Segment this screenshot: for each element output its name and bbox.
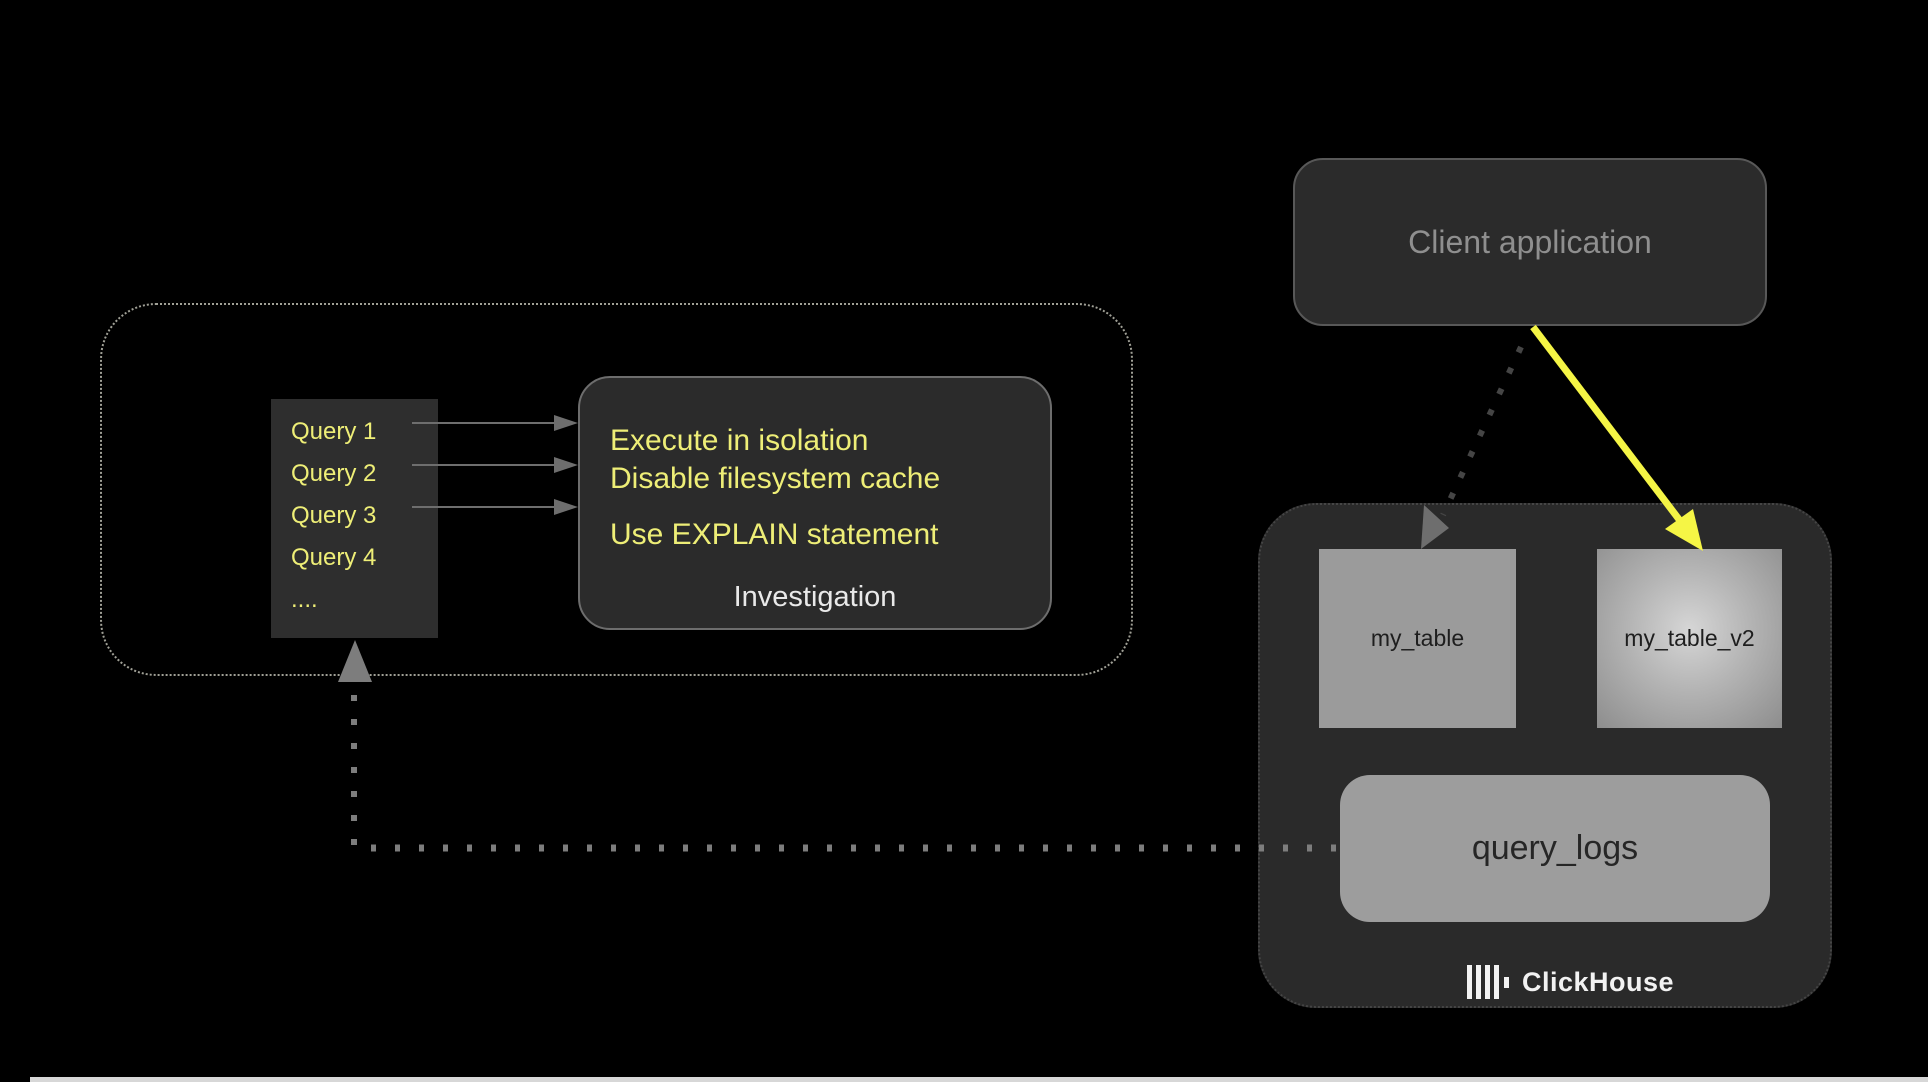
my-table-v2-label: my_table_v2 xyxy=(1624,625,1755,651)
investigation-box: Execute in isolation Disable filesystem … xyxy=(578,376,1052,630)
tip-use-explain-statement: Use EXPLAIN statement xyxy=(610,518,939,551)
my-table-label: my_table xyxy=(1370,625,1465,651)
query-logs-label: query_logs xyxy=(1471,829,1639,867)
client-application-label: Client application xyxy=(1408,223,1652,260)
clickhouse-brand-label: ClickHouse xyxy=(1522,966,1675,997)
query-item: Query 3 xyxy=(291,502,377,529)
my-table-box: my_table xyxy=(1319,549,1516,728)
clickhouse-brand: ClickHouse xyxy=(1467,960,1674,1004)
query-item: Query 1 xyxy=(291,418,377,445)
bottom-edge-strip xyxy=(30,1077,1928,1082)
query-logs-box: query_logs xyxy=(1340,775,1770,922)
my-table-v2-box: my_table_v2 xyxy=(1597,549,1782,728)
tip-disable-filesystem-cache: Disable filesystem cache xyxy=(610,462,941,495)
query-list-box: Query 1 Query 2 Query 3 Query 4 .... xyxy=(271,399,438,638)
clickhouse-logo-icon xyxy=(1467,964,1509,1000)
investigation-label: Investigation xyxy=(733,581,897,613)
query-item: Query 2 xyxy=(291,460,377,487)
query-item: Query 4 xyxy=(291,544,377,571)
client-application-box: Client application xyxy=(1293,158,1767,326)
investigation-group-frame xyxy=(100,303,1133,676)
tip-execute-in-isolation: Execute in isolation xyxy=(610,424,869,457)
query-item-ellipsis: .... xyxy=(291,586,318,613)
